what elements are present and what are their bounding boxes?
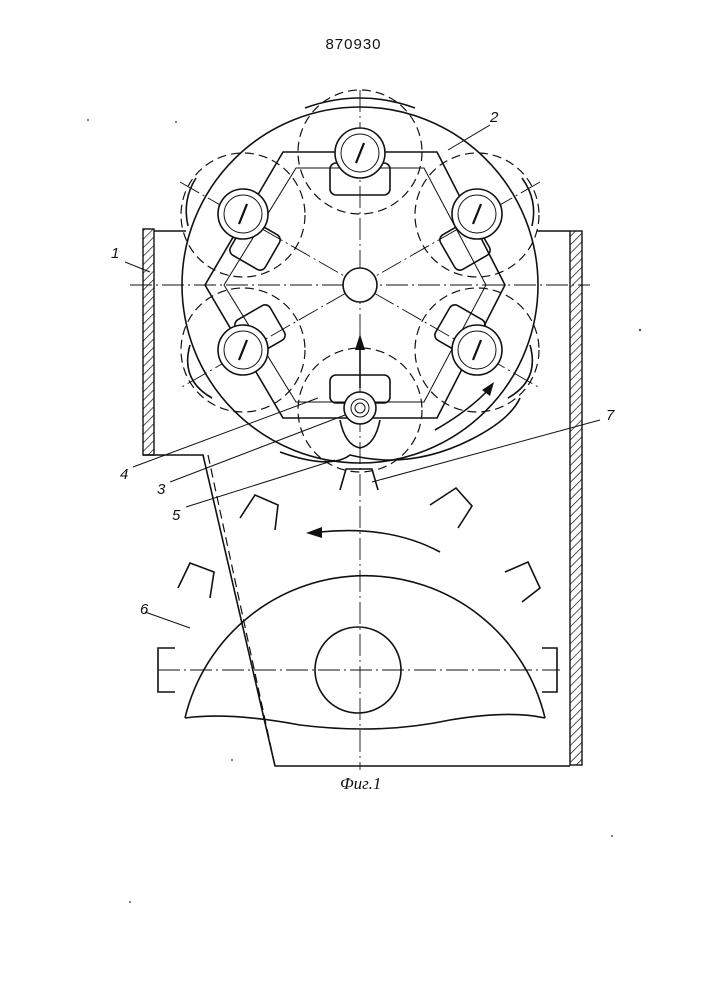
- left-wall-hatched: [143, 229, 154, 455]
- wheel-break-line: [185, 714, 545, 729]
- right-wall-hatched: [570, 231, 582, 765]
- center-lines: [130, 90, 590, 770]
- label-7-tooth: 7: [606, 408, 614, 423]
- screw-lower-left: [218, 325, 268, 375]
- feed-wheel: [158, 455, 557, 766]
- screw-upper-left: [218, 189, 268, 239]
- screw-top: [335, 128, 385, 178]
- label-1-housing: 1: [111, 246, 119, 261]
- lower-holder: [340, 392, 380, 448]
- central-hub: [343, 268, 377, 302]
- cam-contour: [280, 398, 520, 462]
- figure-caption: Фиг.1: [340, 774, 381, 794]
- label-5-cam: 5: [172, 508, 180, 523]
- rotor-lower-left-lobe: [188, 345, 212, 398]
- label-3-holder: 3: [157, 482, 165, 497]
- arrow-up-head: [355, 334, 365, 350]
- housing-bottom-outline: [143, 455, 570, 766]
- label-6-wheel: 6: [140, 602, 148, 617]
- screw-lower-right: [452, 325, 502, 375]
- label-2-rotor: 2: [490, 110, 498, 125]
- hidden-edge-line: [208, 455, 275, 766]
- label-4-guide: 4: [120, 467, 128, 482]
- housing-frame: [143, 229, 582, 766]
- rotor-lower-right-lobe: [508, 345, 532, 398]
- screw-upper-right: [452, 189, 502, 239]
- arrow-wheel-head: [306, 527, 322, 538]
